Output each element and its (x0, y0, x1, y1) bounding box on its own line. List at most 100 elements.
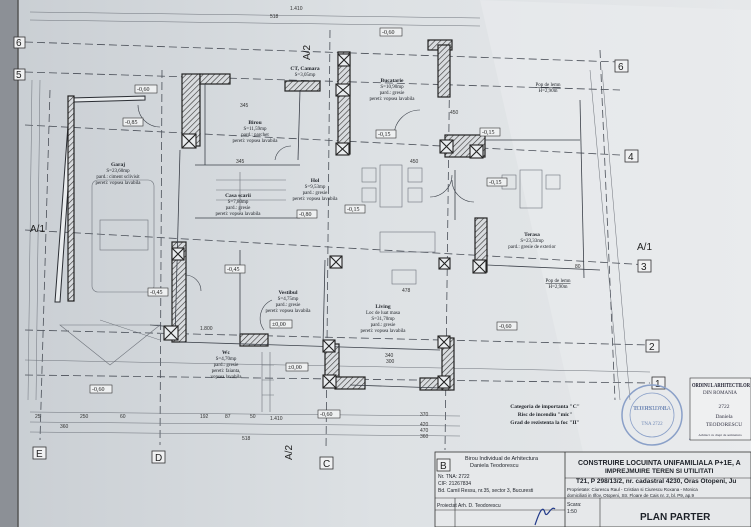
svg-text:±0,00: ±0,00 (288, 365, 302, 371)
svg-text:4: 4 (628, 152, 634, 163)
svg-text:Daniela: Daniela (715, 414, 733, 420)
svg-text:87: 87 (225, 414, 231, 420)
svg-text:pard.: parchet: pard.: parchet (241, 133, 269, 138)
svg-text:360: 360 (60, 424, 69, 430)
svg-text:pereti: vopsea lavabila: pereti: vopsea lavabila (266, 309, 312, 314)
svg-text:518: 518 (270, 14, 279, 20)
svg-text:CONSTRUIRE LOCUINTA UNIFAMILIA: CONSTRUIRE LOCUINTA UNIFAMILIALA P+1E, A (578, 460, 741, 467)
svg-text:H=2,90m: H=2,90m (548, 285, 567, 290)
furniture (59, 164, 561, 412)
svg-text:Risc de incendiu "mic": Risc de incendiu "mic" (518, 412, 573, 418)
svg-text:IMPREJMUIRE TEREN SI UTILITATI: IMPREJMUIRE TEREN SI UTILITATI (605, 468, 714, 475)
svg-text:pard.: ciment sclivisit: pard.: ciment sclivisit (96, 175, 140, 180)
svg-text:pard.: gresie de exterior: pard.: gresie de exterior (508, 245, 556, 250)
room-labels: Garaj S=23,60mp pard.: ciment sclivisit … (96, 66, 571, 380)
svg-text:518: 518 (242, 436, 251, 442)
svg-text:pard.: gresie: pard.: gresie (380, 91, 405, 96)
svg-text:pard.: gresie: pard.: gresie (303, 191, 328, 196)
svg-text:pereti: vopsea lavabila: pereti: vopsea lavabila (293, 197, 339, 202)
svg-text:pard.: gresie: pard.: gresie (371, 323, 396, 328)
svg-text:Pop de lemn: Pop de lemn (536, 83, 561, 88)
svg-text:470: 470 (420, 428, 429, 434)
svg-text:3: 3 (641, 262, 647, 273)
svg-text:A/2: A/2 (302, 45, 313, 60)
svg-text:450: 450 (410, 159, 419, 165)
svg-text:S=3,05mp: S=3,05mp (295, 73, 316, 78)
svg-text:478: 478 (402, 288, 411, 294)
svg-text:C: C (323, 459, 330, 470)
svg-text:-0,60: -0,60 (499, 324, 512, 330)
svg-text:60: 60 (120, 414, 126, 420)
svg-text:S=4,75mp: S=4,75mp (278, 297, 299, 302)
svg-text:S=11,59mp: S=11,59mp (243, 127, 267, 132)
axis-markers: A/1 A/1 A/2 A/2 6 5 6 4 3 2 1 E D C (13, 36, 666, 470)
svg-text:D: D (155, 453, 162, 464)
walls (54, 39, 601, 391)
svg-text:CT, Camara: CT, Camara (290, 66, 319, 72)
svg-text:Daniela Teodorescu: Daniela Teodorescu (470, 463, 519, 469)
svg-text:T21, P 298/13/2, nr. cadastral: T21, P 298/13/2, nr. cadastral 4230, Ora… (576, 478, 736, 485)
svg-text:A/1: A/1 (637, 242, 652, 253)
svg-text:Bd. Camil Ressu, nr.35, sector: Bd. Camil Ressu, nr.35, sector 3, Bucure… (438, 488, 533, 494)
svg-text:-0,60: -0,60 (382, 30, 395, 36)
svg-text:Pop de lemn: Pop de lemn (546, 279, 571, 284)
svg-text:Birou Individual de Arhitectur: Birou Individual de Arhitectura (465, 456, 539, 462)
svg-text:6: 6 (16, 38, 22, 49)
svg-text:1: 1 (655, 379, 661, 390)
svg-text:Casa scarii: Casa scarii (225, 193, 251, 199)
svg-text:370: 370 (420, 412, 429, 418)
svg-text:-0,15: -0,15 (378, 132, 391, 138)
svg-text:S=10,90mp: S=10,90mp (380, 85, 404, 90)
svg-text:250: 250 (80, 414, 89, 420)
svg-text:H=2,90m: H=2,90m (538, 89, 557, 94)
svg-text:TEODORESCU DANIELA: TEODORESCU DANIELA (633, 406, 672, 412)
svg-text:pereti: vopsea lavabila: pereti: vopsea lavabila (233, 139, 279, 144)
svg-text:25: 25 (35, 414, 41, 420)
svg-text:DIN ROMANIA: DIN ROMANIA (703, 391, 737, 396)
svg-text:A/2: A/2 (284, 445, 295, 460)
svg-text:-0,45: -0,45 (227, 267, 240, 273)
svg-text:360: 360 (420, 434, 429, 440)
svg-text:-0,60: -0,60 (137, 87, 150, 93)
svg-text:Arh. D. Teodorescu: Arh. D. Teodorescu (458, 503, 501, 509)
svg-text:-0,15: -0,15 (489, 180, 502, 186)
svg-text:Birou: Birou (248, 120, 261, 126)
svg-text:-0,85: -0,85 (125, 120, 138, 126)
svg-text:S=31,70mp: S=31,70mp (371, 317, 395, 322)
svg-text:1.410: 1.410 (290, 6, 303, 12)
svg-text:±0,00: ±0,00 (272, 322, 286, 328)
columns (163, 53, 487, 389)
level-markers: -0,60 -0,85 -0,45 -0,45 -0,15 -0,15 -0,1… (89, 27, 518, 419)
svg-text:Terasa: Terasa (524, 232, 540, 238)
svg-text:S=7,80mp: S=7,80mp (228, 200, 249, 205)
svg-text:Categoria de importanta "C": Categoria de importanta "C" (510, 404, 580, 410)
svg-text:1.410: 1.410 (270, 416, 283, 422)
svg-text:CIF: 21267834: CIF: 21267834 (438, 481, 471, 487)
svg-text:ORDINUL ARHITECTILOR: ORDINUL ARHITECTILOR (692, 383, 750, 389)
svg-text:Loc de luat masa: Loc de luat masa (366, 311, 401, 316)
svg-text:domiciliati in Ilfov, Otopeni,: domiciliati in Ilfov, Otopeni, Str. Floa… (567, 493, 694, 498)
svg-text:80: 80 (575, 264, 581, 270)
svg-text:450: 450 (450, 110, 459, 116)
svg-text:pereti: vopsea lavabila: pereti: vopsea lavabila (216, 212, 262, 217)
svg-text:PLAN PARTER: PLAN PARTER (640, 512, 711, 523)
svg-text:192: 192 (200, 414, 209, 420)
svg-text:5: 5 (16, 70, 22, 81)
svg-text:E: E (36, 449, 43, 460)
svg-text:420: 420 (420, 422, 429, 428)
svg-text:300: 300 (386, 359, 395, 365)
svg-text:pard.: gresie: pard.: gresie (276, 303, 301, 308)
title-block: Birou Individual de Arhitectura Daniela … (434, 451, 751, 527)
svg-text:1:50: 1:50 (567, 509, 577, 515)
svg-text:Proiectat: Proiectat (437, 503, 457, 509)
svg-text:TEODORESCU: TEODORESCU (706, 422, 742, 428)
svg-text:S=4,70mp: S=4,70mp (216, 357, 237, 362)
svg-text:Scara:: Scara: (567, 502, 581, 508)
svg-text:Wc: Wc (222, 350, 231, 356)
binder-edge (0, 0, 18, 527)
svg-text:Bucatarie: Bucatarie (381, 78, 404, 84)
svg-text:vopsea lavabila: vopsea lavabila (211, 375, 243, 380)
svg-text:-0,15: -0,15 (482, 130, 495, 136)
svg-text:345: 345 (240, 103, 249, 109)
